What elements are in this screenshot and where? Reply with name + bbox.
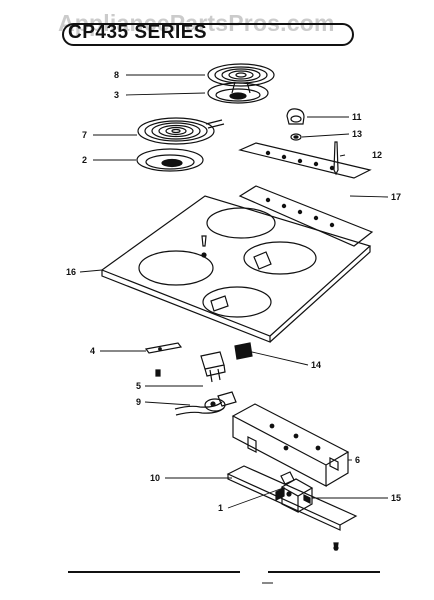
screw (333, 141, 339, 176)
callout-6: 6 (355, 455, 360, 465)
callout-7: 7 (82, 130, 87, 140)
callout-numbers: 8 3 7 2 11 13 12 17 16 4 14 5 9 6 10 1 1… (66, 70, 401, 513)
callout-11: 11 (352, 112, 362, 122)
callout-12: 12 (372, 150, 382, 160)
large-surface-element (137, 117, 225, 145)
footer-rule (68, 571, 380, 584)
callout-10: 10 (150, 473, 160, 483)
switch-assembly (200, 342, 253, 383)
large-drip-pan (136, 148, 204, 172)
callout-8: 8 (114, 70, 119, 80)
small-drip-pan (207, 82, 269, 104)
nut (290, 133, 302, 141)
control-box (231, 403, 350, 487)
cooktop-main-top (100, 195, 372, 343)
bottom-panel (226, 465, 358, 551)
terminal-block (286, 108, 305, 125)
diagram-title: CP435 SERIES (68, 22, 208, 43)
callout-16: 16 (66, 267, 76, 277)
trim-strip (238, 142, 372, 179)
leader-lines (79, 74, 389, 509)
title-frame (62, 23, 354, 46)
callout-9: 9 (136, 397, 141, 407)
callout-15: 15 (391, 493, 401, 503)
callout-1: 1 (218, 503, 223, 513)
callout-2: 2 (82, 155, 87, 165)
pilot-light (275, 471, 295, 501)
callout-3: 3 (114, 90, 119, 100)
callout-4: 4 (90, 346, 95, 356)
wire-terminal (174, 391, 237, 416)
callout-5: 5 (136, 381, 141, 391)
callout-13: 13 (352, 129, 362, 139)
rear-trim-panel (238, 185, 374, 247)
support-bracket (144, 342, 183, 377)
callout-14: 14 (311, 360, 321, 370)
callout-17: 17 (391, 192, 401, 202)
